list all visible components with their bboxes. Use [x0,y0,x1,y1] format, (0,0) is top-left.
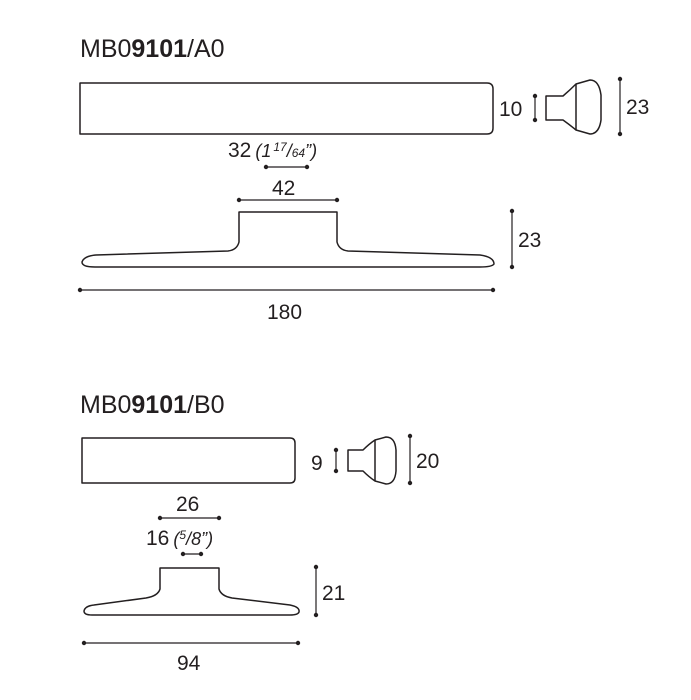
model-b0-length-label: 94 [177,652,201,675]
model-a0-knob-height-label: 23 [626,96,649,119]
model-a0-top-view [79,82,494,135]
model-b0-hole-spacing: 16(5/8”) [146,527,213,550]
model-b0-top-view [81,437,296,484]
model-b0-front-view [83,567,300,616]
model-b0-knob-height-label: 20 [416,450,439,473]
model-b0-side-height-label: 21 [322,582,345,605]
model-a0-base-width-label: 42 [272,177,295,200]
model-b0-height-label: 9 [311,452,323,475]
model-a0-side-view [545,79,602,135]
model-b0-base-width-label: 26 [176,493,199,516]
model-b0-side-view [347,436,397,485]
model-a0-front-view [81,211,495,268]
model-a0-height-label: 10 [499,98,522,121]
model-b0-title: MB09101/B0 [80,391,225,419]
model-a0-side-height-label: 23 [518,229,541,252]
model-a0-title: MB09101/A0 [80,35,225,63]
model-a0-length-label: 180 [267,301,302,324]
